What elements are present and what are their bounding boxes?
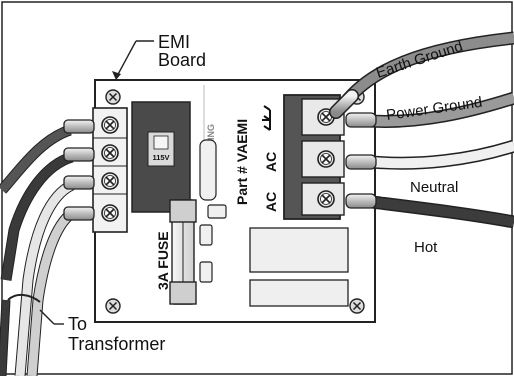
screw-icon	[101, 116, 119, 134]
transformer-callout-line-1: To	[68, 314, 87, 334]
neutral-label: Neutral	[410, 179, 458, 196]
crimp-sleeve	[63, 206, 95, 221]
board-callout: EMI Board	[112, 32, 206, 80]
neutral-wire	[371, 141, 514, 169]
crimp-sleeve	[345, 112, 377, 128]
capacitor	[199, 139, 217, 201]
line-wires	[329, 31, 514, 229]
mounting-screw-icon	[105, 298, 121, 314]
mounting-screw-icon	[105, 89, 121, 105]
fuse-label: 3A FUSE	[155, 231, 171, 290]
component	[207, 204, 227, 219]
crimp-sleeve	[345, 154, 377, 170]
ground-symbol	[262, 105, 271, 131]
switch-slider	[153, 135, 169, 150]
crimp-sleeve	[63, 147, 95, 162]
screw-icon	[317, 150, 335, 168]
emi-board: 115V VIKING Part # VAEMI 3A FUSE	[63, 79, 376, 323]
transformer-callout-line-2: Transformer	[68, 334, 165, 354]
screw-icon	[101, 172, 119, 190]
board-callout-line-1: EMI	[158, 32, 190, 52]
crimp-sleeve	[330, 90, 358, 118]
hot-label: Hot	[414, 239, 438, 256]
mounting-screw-icon	[349, 298, 365, 314]
ac-label-1: AC	[263, 152, 279, 172]
part-number: Part # VAEMI	[234, 119, 250, 205]
power-ground-wire	[369, 93, 514, 127]
filter-component	[249, 227, 349, 273]
component	[199, 261, 213, 283]
board-callout-line-2: Board	[158, 50, 206, 70]
crimp-sleeve	[345, 193, 377, 209]
crimp-sleeve	[63, 119, 95, 134]
leader-line	[39, 309, 55, 325]
crimp-sleeve	[63, 175, 95, 190]
transformer-callout: To Transformer	[39, 309, 165, 354]
ac-label-2: AC	[263, 192, 279, 212]
screw-icon	[101, 144, 119, 162]
component	[199, 224, 213, 246]
screw-icon	[101, 204, 119, 222]
cable-tie	[7, 294, 41, 303]
filter-component	[249, 279, 349, 307]
arrow-head	[112, 71, 121, 80]
hot-wire	[371, 197, 514, 227]
switch-label: 115V	[152, 153, 169, 162]
fuse	[169, 199, 197, 305]
transformer-wires	[0, 124, 76, 376]
screw-icon	[317, 190, 335, 208]
